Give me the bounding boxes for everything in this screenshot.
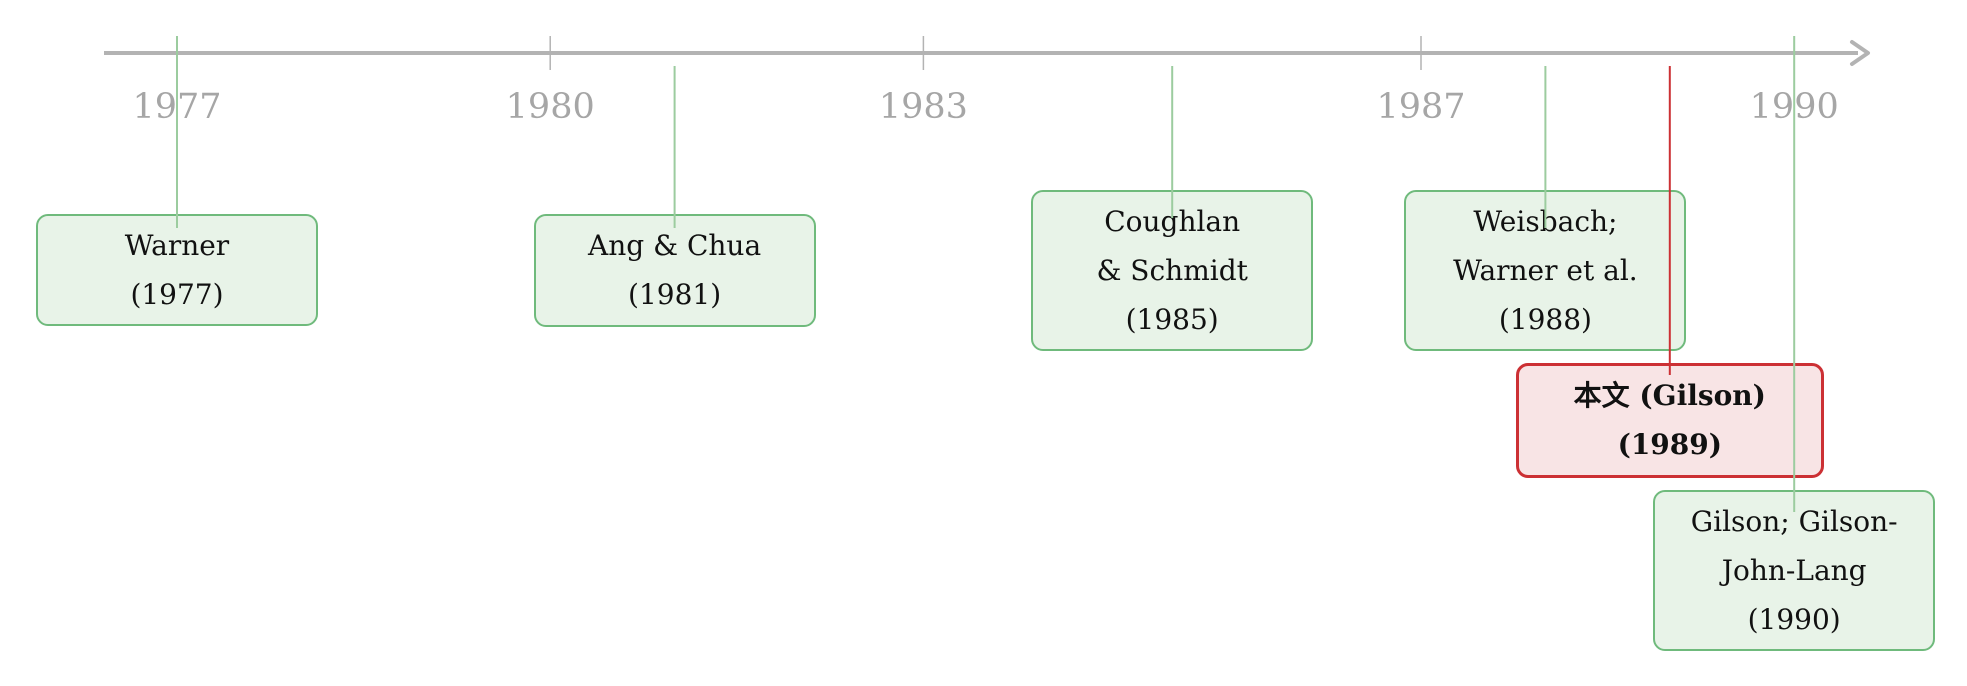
event-box-ang-chua: Ang & Chua (1981) xyxy=(533,214,816,327)
event-box-gilson-this: 本文 (Gilson) (1989) xyxy=(1515,363,1824,478)
event-label-line: (1988) xyxy=(1498,303,1592,336)
event-box-gilson-john-lang: Gilson; Gilson- John-Lang (1990) xyxy=(1653,490,1936,651)
event-label-line: Weisbach; xyxy=(1473,205,1618,238)
event-label-line: (1990) xyxy=(1747,603,1841,636)
event-label-line: Coughlan xyxy=(1104,205,1241,238)
event-label-line: (1989) xyxy=(1617,428,1723,461)
tick-label-1977: 1977 xyxy=(132,87,221,127)
event-label-line: John-Lang xyxy=(1721,554,1867,587)
timeline-arrowhead xyxy=(1850,40,1870,66)
event-label-line: & Schmidt xyxy=(1096,254,1248,287)
event-label-line: Ang & Chua xyxy=(588,229,762,262)
event-label-line: (1981) xyxy=(628,278,722,311)
event-label-line: 本文 (Gilson) xyxy=(1573,379,1766,412)
tick-group: 1977 1980 1983 1987 1990 xyxy=(132,36,1839,127)
event-box-warner: Warner (1977) xyxy=(36,214,318,326)
tick-label-1987: 1987 xyxy=(1376,87,1465,127)
event-label-line: Warner xyxy=(124,229,230,262)
tick-label-1990: 1990 xyxy=(1750,87,1839,127)
event-label-line: (1985) xyxy=(1125,303,1219,336)
tick-label-1983: 1983 xyxy=(879,87,968,127)
event-box-coughlan-schmidt: Coughlan & Schmidt (1985) xyxy=(1031,190,1314,351)
event-label-line: Gilson; Gilson- xyxy=(1690,505,1898,538)
tick-label-1980: 1980 xyxy=(506,87,595,127)
event-label-line: (1977) xyxy=(130,278,224,311)
event-label-line: Warner et al. xyxy=(1453,254,1638,287)
event-box-weisbach-warner: Weisbach; Warner et al. (1988) xyxy=(1404,190,1687,351)
